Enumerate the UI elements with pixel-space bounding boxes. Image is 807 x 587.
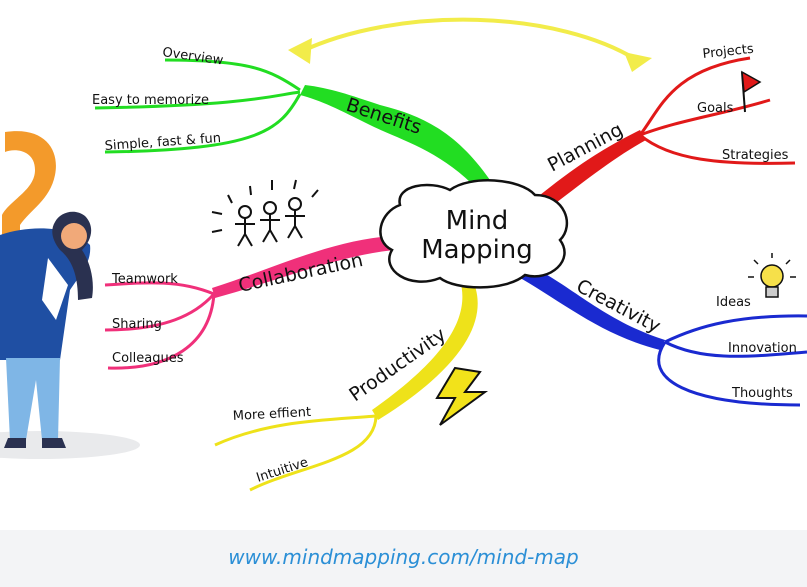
creativity-item-thoughts: Thoughts — [731, 386, 793, 401]
lightbulb-icon — [748, 253, 796, 298]
collaboration-item-sharing: Sharing — [112, 317, 162, 332]
thinking-person-illustration — [0, 131, 140, 459]
branch-collaboration: Collaboration Teamwork Sharing Colleague… — [104, 179, 395, 370]
center-node: Mind Mapping — [379, 179, 569, 289]
collaboration-item-teamwork: Teamwork — [111, 272, 178, 287]
branch-creativity: Creativity Ideas Innovation Thoughts — [515, 253, 807, 407]
benefits-label: Benefits — [343, 94, 424, 139]
branch-productivity: Productivity More effient Intuitive — [214, 275, 489, 492]
planning-item-projects: Projects — [702, 42, 755, 62]
creativity-item-ideas: Ideas — [716, 295, 751, 310]
lightning-icon — [435, 366, 489, 426]
productivity-item-intuitive: Intuitive — [255, 455, 310, 486]
planning-item-strategies: Strategies — [722, 148, 789, 163]
collaboration-item-colleagues: Colleagues — [112, 351, 184, 366]
benefits-item-easy-to-memorize: Easy to memorize — [92, 93, 209, 108]
flag-icon — [741, 70, 762, 113]
benefits-item-overview: Overview — [161, 45, 224, 68]
people-icon — [211, 179, 319, 247]
curved-arrow — [288, 17, 652, 72]
collaboration-label: Collaboration — [236, 249, 364, 297]
creativity-item-innovation: Innovation — [728, 341, 797, 356]
branch-planning: Planning Projects Goals Strategies — [528, 42, 796, 215]
branch-benefits: Benefits Overview Easy to memorize Simpl… — [92, 45, 490, 190]
source-url[interactable]: www.mindmapping.com/mind-map — [228, 545, 579, 569]
center-title-line1: Mind — [446, 206, 509, 236]
center-title-line2: Mapping — [421, 235, 533, 265]
footer-band — [0, 530, 807, 587]
planning-item-goals: Goals — [697, 101, 734, 116]
productivity-item-more-effient: More effient — [232, 405, 311, 424]
